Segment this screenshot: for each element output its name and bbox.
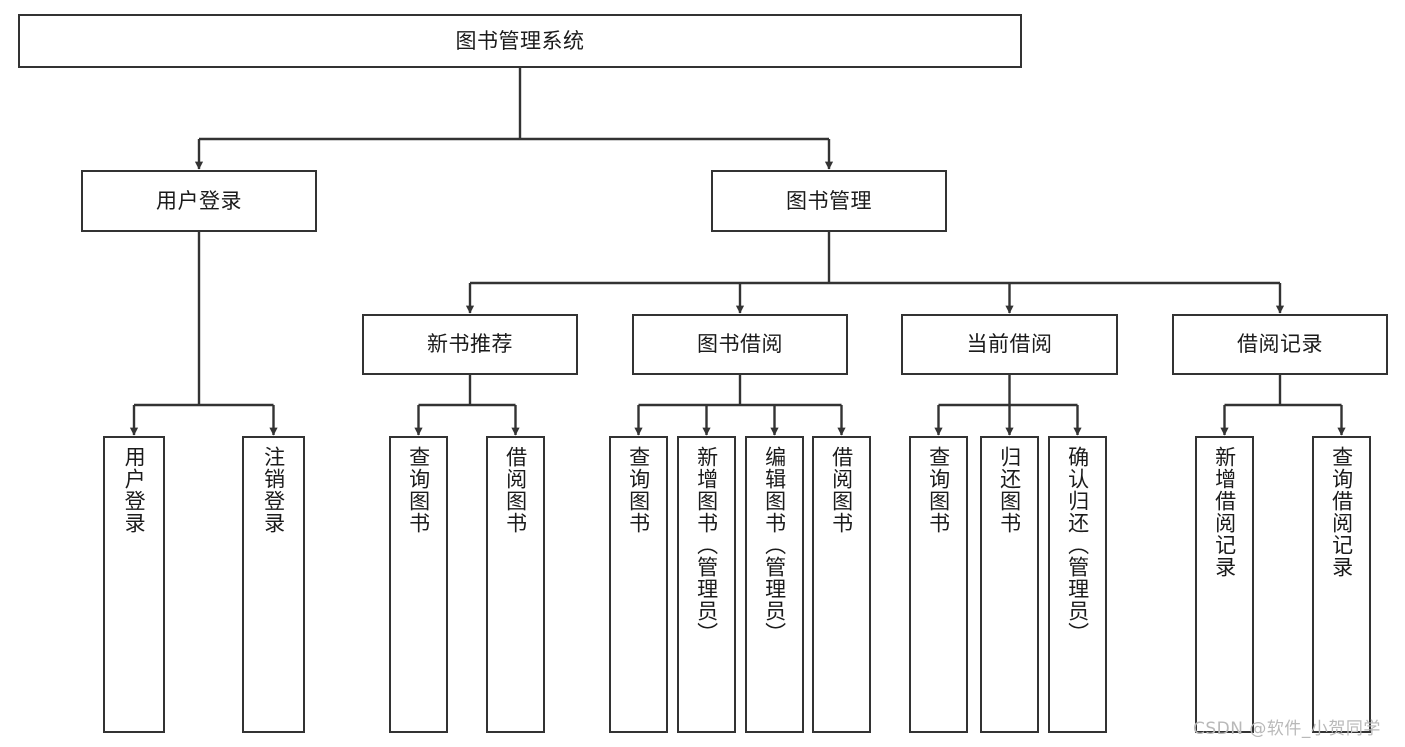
- node-label: 新增图书（管理员）: [694, 446, 719, 644]
- node-leaf-2[interactable]: 注销登录: [242, 436, 305, 733]
- node-label: 注销登录: [261, 446, 286, 534]
- node-label: 查询借阅记录: [1329, 446, 1354, 578]
- node-newbook[interactable]: 新书推荐: [362, 314, 578, 375]
- node-leaf-1[interactable]: 用户登录: [103, 436, 165, 733]
- node-leaf-10[interactable]: 归还图书: [980, 436, 1039, 733]
- node-current[interactable]: 当前借阅: [901, 314, 1118, 375]
- node-label: 用户登录: [156, 188, 242, 213]
- node-bookmgmt[interactable]: 图书管理: [711, 170, 947, 232]
- node-label: 编辑图书（管理员）: [762, 446, 787, 644]
- node-label: 用户登录: [122, 446, 147, 534]
- node-leaf-8[interactable]: 借阅图书: [812, 436, 871, 733]
- node-label: 查询图书: [626, 446, 651, 534]
- node-leaf-9[interactable]: 查询图书: [909, 436, 968, 733]
- node-label: 查询图书: [406, 446, 431, 534]
- node-leaf-7[interactable]: 编辑图书（管理员）: [745, 436, 804, 733]
- node-leaf-12[interactable]: 新增借阅记录: [1195, 436, 1254, 733]
- node-label: 图书借阅: [697, 332, 783, 357]
- node-leaf-5[interactable]: 查询图书: [609, 436, 668, 733]
- node-leaf-6[interactable]: 新增图书（管理员）: [677, 436, 736, 733]
- node-login[interactable]: 用户登录: [81, 170, 317, 232]
- node-label: 新书推荐: [427, 332, 513, 357]
- node-leaf-13[interactable]: 查询借阅记录: [1312, 436, 1371, 733]
- node-label: 借阅记录: [1237, 332, 1323, 357]
- node-leaf-3[interactable]: 查询图书: [389, 436, 448, 733]
- node-label: 查询图书: [926, 446, 951, 534]
- node-label: 图书管理: [786, 188, 872, 213]
- node-root[interactable]: 图书管理系统: [18, 14, 1022, 68]
- node-label: 归还图书: [997, 446, 1022, 534]
- node-label: 确认归还（管理员）: [1065, 446, 1090, 644]
- node-borrow[interactable]: 图书借阅: [632, 314, 848, 375]
- node-leaf-4[interactable]: 借阅图书: [486, 436, 545, 733]
- csdn-watermark: CSDN @软件_小贺同学: [1193, 719, 1381, 739]
- node-leaf-11[interactable]: 确认归还（管理员）: [1048, 436, 1107, 733]
- node-records[interactable]: 借阅记录: [1172, 314, 1388, 375]
- node-label: 新增借阅记录: [1212, 446, 1237, 578]
- node-label: 借阅图书: [829, 446, 854, 534]
- node-label: 图书管理系统: [455, 28, 585, 53]
- node-label: 借阅图书: [503, 446, 528, 534]
- node-label: 当前借阅: [966, 332, 1053, 357]
